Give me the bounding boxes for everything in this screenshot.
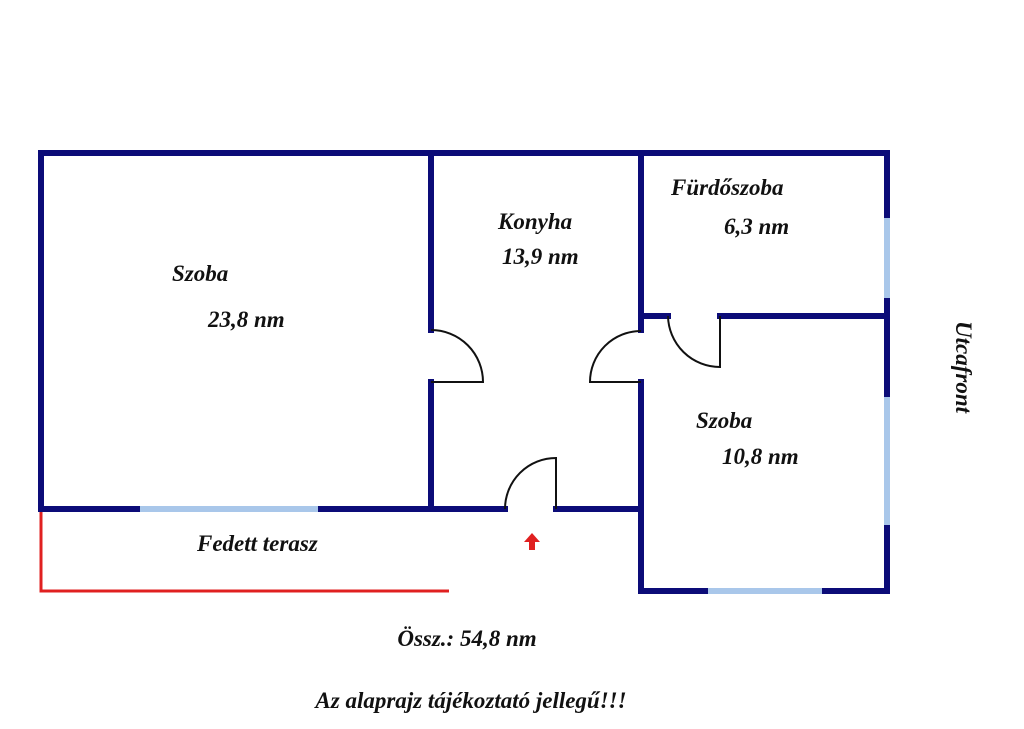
street-label: Utcafront — [951, 321, 976, 414]
walls — [38, 150, 890, 594]
door — [430, 329, 485, 383]
entrance-arrow-icon — [524, 533, 540, 550]
room-area: 13,9 nm — [502, 244, 579, 269]
room-area: 23,8 nm — [207, 307, 285, 332]
room-name: Fürdőszoba — [670, 175, 783, 200]
total-area: Össz.: 54,8 nm — [397, 626, 536, 651]
windows — [140, 218, 890, 594]
door — [667, 315, 721, 369]
room-name: Konyha — [497, 209, 572, 234]
doors — [430, 315, 721, 510]
door — [588, 330, 642, 383]
disclaimer: Az alaprajz tájékoztató jellegű!!! — [313, 688, 626, 713]
terrace-label: Fedett terasz — [196, 531, 318, 556]
room-name: Szoba — [696, 408, 752, 433]
room-name: Szoba — [172, 261, 228, 286]
room-area: 6,3 nm — [724, 214, 789, 239]
door — [504, 456, 557, 510]
room-area: 10,8 nm — [722, 444, 799, 469]
terrace-outline — [39, 512, 449, 593]
